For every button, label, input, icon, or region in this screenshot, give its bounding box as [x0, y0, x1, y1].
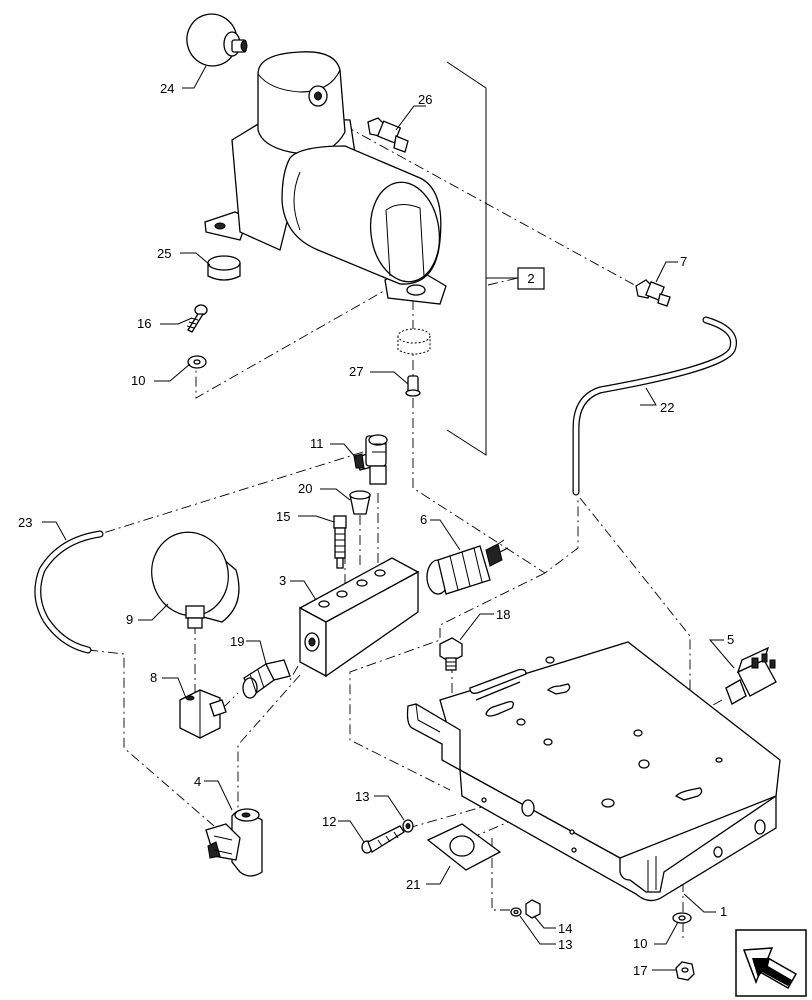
callouts: 24 26 7 25 16 10 27 11 22 20 15 6 23 3 9…	[18, 81, 734, 978]
part-11-tee	[353, 434, 388, 485]
part-20-plug	[349, 490, 371, 515]
callout-7: 7	[680, 254, 687, 269]
callout-4: 4	[194, 774, 201, 789]
part-18-bolt	[439, 637, 463, 671]
part-9-gauge	[151, 531, 240, 629]
part-14-nut	[525, 899, 541, 919]
part-1-bracket	[406, 641, 781, 902]
callout-22: 22	[660, 400, 674, 415]
callout-20: 20	[298, 481, 312, 496]
callout-10-top: 10	[131, 373, 145, 388]
part-10-washer-bottom	[672, 912, 692, 924]
callout-6: 6	[420, 512, 427, 527]
reference-box-label: 2	[527, 271, 534, 286]
callout-13-top: 13	[355, 789, 369, 804]
reference-box	[517, 267, 545, 290]
leader-lines	[42, 65, 735, 971]
callout-25: 25	[157, 246, 171, 261]
callout-8: 8	[150, 670, 157, 685]
callout-3: 3	[279, 573, 286, 588]
part-27-pin	[405, 375, 421, 397]
callout-15: 15	[276, 509, 290, 524]
part-12-screw	[361, 825, 405, 854]
part-17-nut	[675, 961, 695, 981]
part-25-spacer	[207, 255, 241, 281]
part-19-adapter	[242, 659, 291, 699]
part-4-coupler	[205, 808, 263, 877]
callout-10-bottom: 10	[633, 936, 647, 951]
part-3-manifold	[298, 557, 420, 678]
part-15-valve	[333, 515, 347, 569]
part-26-fitting	[367, 117, 409, 153]
callout-16: 16	[137, 316, 151, 331]
callout-19: 19	[230, 634, 244, 649]
part-13-washer-top	[402, 819, 414, 833]
callout-11: 11	[310, 436, 324, 451]
callout-5: 5	[727, 632, 734, 647]
part-13-washer-bottom	[510, 907, 522, 917]
pump-motor	[204, 51, 447, 305]
callout-24: 24	[160, 81, 174, 96]
callout-1: 1	[720, 904, 727, 919]
callout-17: 17	[633, 963, 647, 978]
callout-18: 18	[496, 607, 510, 622]
callout-14: 14	[558, 921, 572, 936]
part-16-screw	[186, 304, 208, 333]
callout-23: 23	[18, 515, 32, 530]
callout-9: 9	[126, 612, 133, 627]
callout-12: 12	[322, 814, 336, 829]
part-24-cap	[186, 13, 248, 67]
part-6-switch	[426, 539, 509, 595]
callout-13-bottom: 13	[558, 937, 572, 952]
part-10-washer-top	[187, 355, 207, 369]
arrow-icon[interactable]	[735, 929, 807, 997]
callout-21: 21	[406, 877, 420, 892]
part-25-spacer-ghost	[397, 328, 431, 355]
part-23-hose	[34, 530, 104, 654]
reference-bracket: 2	[446, 61, 545, 456]
part-7-fitting	[635, 279, 671, 307]
part-21-grommet	[426, 823, 502, 871]
part-22-tube	[572, 316, 737, 496]
callout-27: 27	[349, 364, 363, 379]
part-8-elbow	[179, 689, 227, 739]
callout-26: 26	[418, 92, 432, 107]
part-5-switch	[725, 646, 777, 705]
